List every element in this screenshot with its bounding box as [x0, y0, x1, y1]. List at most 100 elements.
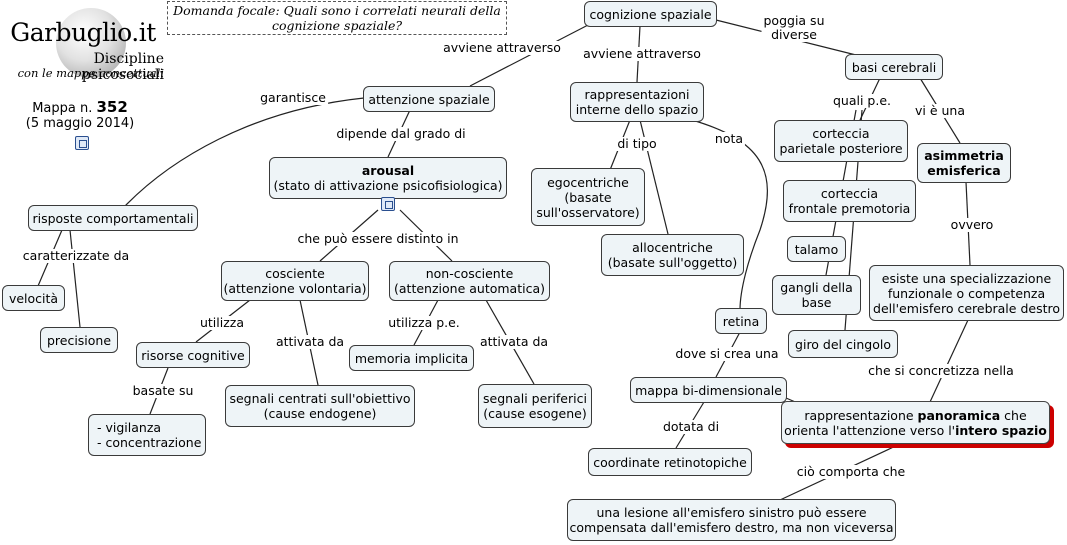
link-label-quali-pe: quali p.e. — [830, 93, 894, 108]
logo-sphere — [56, 8, 126, 78]
node-mappa-bidimensionale[interactable]: mappa bi-dimensionale — [630, 377, 787, 403]
node-text: non-cosciente — [425, 266, 514, 281]
node-segnali-centrati[interactable]: segnali centrati sull'obiettivo (cause e… — [225, 385, 415, 427]
node-rappresentazioni[interactable]: rappresentazioni interne dello spazio — [570, 82, 704, 122]
node-text: coordinate retinotopiche — [593, 454, 747, 470]
node-asimmetria-emisferica[interactable]: asimmetria emisferica — [917, 143, 1011, 183]
node-coordinate-retinotopiche[interactable]: coordinate retinotopiche — [588, 448, 752, 476]
node-text: dell'emisfero cerebrale destro — [873, 300, 1060, 316]
node-text: interne dello spazio — [575, 102, 699, 117]
node-text: egocentriche — [547, 174, 629, 190]
node-text: (basate — [564, 189, 612, 205]
node-talamo[interactable]: talamo — [787, 236, 846, 262]
node-rappresentazione-panoramica[interactable]: rappresentazione panoramica che orienta … — [781, 401, 1050, 444]
node-text: segnali centrati sull'obiettivo — [229, 391, 411, 406]
node-specializzazione-destro[interactable]: esiste una specializzazione funzionale o… — [869, 265, 1064, 321]
node-corteccia-parietale[interactable]: corteccia parietale posteriore — [774, 120, 908, 162]
node-text: basi cerebrali — [851, 59, 937, 75]
node-egocentriche[interactable]: egocentriche (basate sull'osservatore) — [531, 168, 645, 226]
link-label-avviene-attraverso-1: avviene attraverso — [441, 40, 563, 55]
link-label-cio-comporta: ciò comporta che — [794, 464, 908, 479]
map-number-label: Mappa n. — [32, 101, 93, 116]
node-text: giro del cingolo — [795, 336, 891, 352]
node-text: precisione — [46, 332, 112, 348]
node-text: corteccia — [812, 126, 870, 141]
link-label-garantisce: garantisce — [258, 90, 328, 105]
map-date: (5 maggio 2014) — [25, 116, 135, 131]
node-cognizione-spaziale[interactable]: cognizione spaziale — [584, 1, 717, 27]
node-text: (stato di attivazione psicofisiologica) — [273, 178, 503, 193]
node-text: mappa bi-dimensionale — [635, 382, 782, 398]
node-text: esiste una specializzazione — [881, 270, 1052, 286]
node-text: cognizione spaziale — [589, 6, 712, 22]
link-label-dotata-di: dotata di — [660, 419, 722, 434]
node-cosciente[interactable]: cosciente (attenzione volontaria) — [221, 261, 369, 301]
link-label-che-puo-essere: che può essere distinto in — [295, 231, 461, 246]
node-segnali-periferici[interactable]: segnali periferici (cause esogene) — [478, 384, 592, 428]
node-vigilanza-concentrazione[interactable]: - vigilanza - concentrazione — [88, 414, 206, 456]
node-risposte-comportamentali[interactable]: risposte comportamentali — [28, 205, 198, 231]
node-text: funzionale o competenza — [887, 285, 1046, 301]
link-label-dipende: dipende dal grado di — [334, 126, 468, 141]
link-label-nota: nota — [712, 131, 746, 146]
panoramica-text-a: rappresentazione panoramica che — [804, 407, 1027, 423]
link-label-di-tipo: di tipo — [615, 136, 659, 151]
node-text: - vigilanza — [97, 420, 162, 435]
node-basi-cerebrali[interactable]: basi cerebrali — [845, 54, 943, 80]
node-precisione[interactable]: precisione — [40, 327, 118, 353]
node-giro-cingolo[interactable]: giro del cingolo — [788, 330, 898, 358]
node-text: gangli della — [780, 280, 853, 295]
node-lesione-emisfero[interactable]: una lesione all'emisfero sinistro può es… — [567, 499, 896, 541]
map-link-icon[interactable] — [75, 136, 89, 150]
node-allocentriche[interactable]: allocentriche (basate sull'oggetto) — [601, 234, 744, 276]
node-text: parietale posteriore — [779, 141, 903, 156]
node-gangli-base[interactable]: gangli della base — [772, 275, 861, 315]
node-text: allocentriche — [632, 240, 713, 255]
node-arousal[interactable]: arousal (stato di attivazione psicofisio… — [269, 157, 507, 199]
node-text: retina — [722, 313, 760, 329]
node-retina[interactable]: retina — [715, 308, 767, 334]
link-label-basate-su: basate su — [130, 383, 196, 398]
node-text: rappresentazioni — [584, 87, 690, 102]
node-text: base — [801, 295, 832, 310]
focal-line2: Quali sono i correlati neurali della cog… — [271, 3, 501, 33]
node-attenzione-spaziale[interactable]: attenzione spaziale — [363, 86, 495, 112]
focal-line1: Domanda focale: — [173, 3, 280, 18]
node-corteccia-frontale[interactable]: corteccia frontale premotoria — [783, 180, 916, 222]
node-text: risposte comportamentali — [32, 210, 194, 226]
brand-title: Garbuglio.it — [10, 18, 156, 47]
link-label-utilizza-pe: utilizza p.e. — [386, 315, 462, 330]
node-text: talamo — [794, 241, 839, 257]
node-text: (attenzione volontaria) — [223, 281, 367, 296]
node-velocita[interactable]: velocità — [2, 285, 65, 311]
node-text: (cause esogene) — [483, 406, 587, 421]
emphasis-text: panoramica — [917, 407, 1001, 423]
node-text: rappresentazione panoramica che — [804, 408, 1026, 423]
node-text: arousal — [361, 163, 415, 178]
link-label-utilizza: utilizza — [197, 315, 247, 330]
node-text: attenzione spaziale — [368, 91, 490, 107]
link-label-avviene-attraverso-2: avviene attraverso — [581, 46, 703, 61]
link-label-caratterizzate: caratterizzate da — [20, 248, 132, 263]
emphasis-text: intero spazio — [955, 422, 1047, 438]
note-icon[interactable] — [381, 197, 395, 211]
node-text: memoria implicita — [354, 350, 469, 366]
focal-question: Domanda focale: Quali sono i correlati n… — [167, 1, 507, 35]
brand-tagline: con le mappe concettuali — [17, 66, 164, 80]
link-label-poggia-su-diverse: poggia su diverse — [761, 13, 827, 42]
node-non-cosciente[interactable]: non-cosciente (attenzione automatica) — [389, 261, 550, 301]
node-text: risorse cognitive — [141, 347, 245, 363]
link-label-attivata-da-2: attivata da — [477, 334, 551, 349]
node-text: velocità — [8, 290, 59, 306]
node-risorse-cognitive[interactable]: risorse cognitive — [136, 342, 250, 368]
link-label-vi-e-una: vi è una — [912, 103, 968, 118]
node-text: cosciente — [265, 266, 325, 281]
panoramica-text-b: orienta l'attenzione verso l'intero spaz… — [784, 422, 1047, 438]
node-text: frontale premotoria — [788, 201, 911, 216]
link-label-si-concretizza: che si concretizza nella — [866, 363, 1016, 378]
link-label-dove-si-crea: dove si crea una — [673, 346, 781, 361]
node-text: corteccia — [820, 186, 879, 201]
node-memoria-implicita[interactable]: memoria implicita — [349, 345, 474, 371]
node-text: - concentrazione — [97, 435, 202, 450]
node-text: asimmetria — [924, 148, 1004, 163]
